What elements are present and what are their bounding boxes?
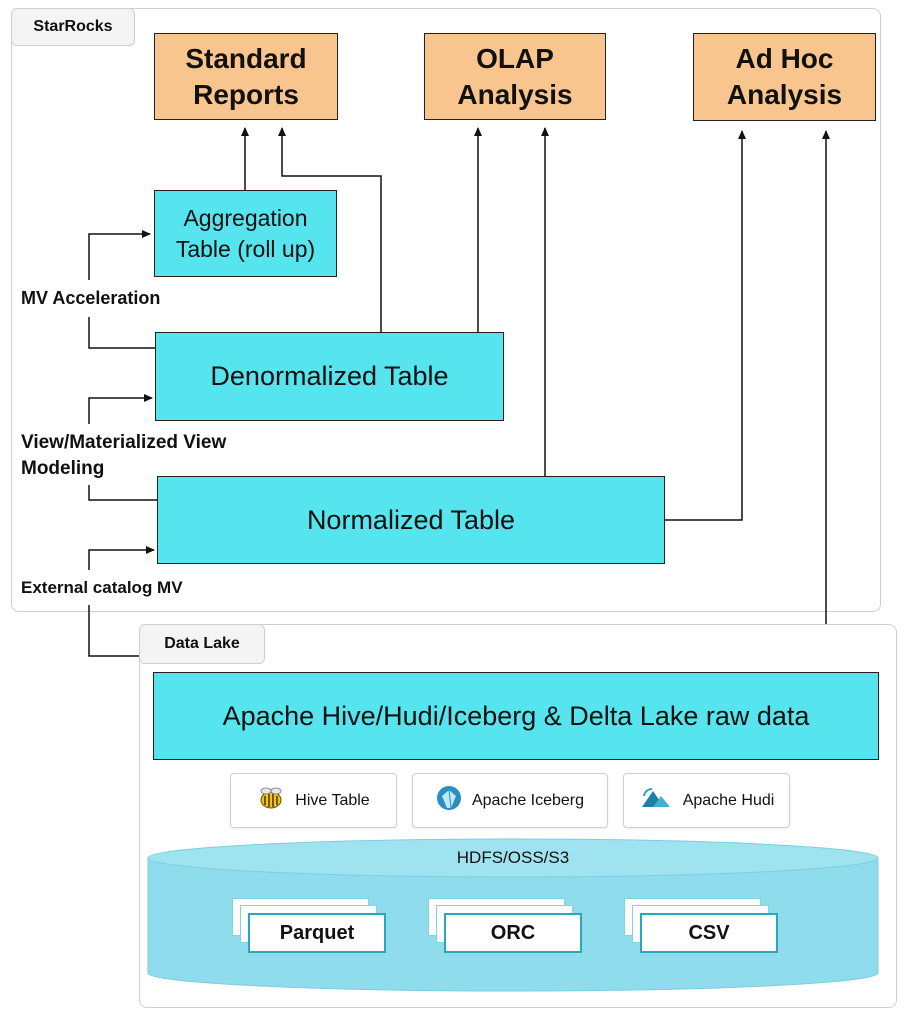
format-label: Apache Iceberg — [471, 791, 585, 809]
raw-data-box: Apache Hive/Hudi/Iceberg & Delta Lake ra… — [153, 672, 879, 760]
arrow-normalized-to-adhoc — [665, 130, 746, 521]
arrow-denormalized-to-reports — [278, 127, 382, 332]
data-lake-label: Data Lake — [139, 624, 265, 664]
storage-label: HDFS/OSS/S3 — [456, 848, 570, 867]
iceberg-icon — [436, 785, 462, 816]
external-catalog-line-top — [88, 546, 155, 570]
mv-acceleration-label: MV Acceleration — [21, 288, 161, 308]
view-modeling-label: View/Materialized View Modeling — [21, 432, 227, 479]
format-apache-iceberg: Apache Iceberg — [412, 773, 608, 828]
external-catalog-label: External catalog MV — [21, 578, 183, 597]
format-apache-hudi: Apache Hudi — [623, 773, 790, 828]
file-orc: ORC — [444, 913, 582, 953]
olap-analysis-box: OLAP Analysis — [424, 33, 606, 120]
starrocks-label: StarRocks — [11, 8, 135, 46]
format-label: Hive Table — [295, 791, 370, 809]
hive-bee-icon — [257, 785, 285, 816]
format-label: Apache Hudi — [682, 791, 775, 809]
denormalized-table-box: Denormalized Table — [155, 332, 504, 421]
format-hive-table: Hive Table — [230, 773, 397, 828]
aggregation-table-box: Aggregation Table (roll up) — [154, 190, 337, 277]
view-modeling-line-bottom — [88, 485, 157, 501]
external-catalog-line-bottom — [88, 605, 139, 657]
adhoc-analysis-box: Ad Hoc Analysis — [693, 33, 876, 121]
mv-acceleration-line-top — [88, 230, 151, 280]
normalized-table-box: Normalized Table — [157, 476, 665, 564]
hudi-icon — [639, 786, 673, 815]
mv-acceleration-line-bottom — [88, 317, 155, 349]
view-modeling-line-top — [88, 394, 153, 424]
file-csv: CSV — [640, 913, 778, 953]
standard-reports-box: Standard Reports — [154, 33, 338, 120]
file-parquet: Parquet — [248, 913, 386, 953]
